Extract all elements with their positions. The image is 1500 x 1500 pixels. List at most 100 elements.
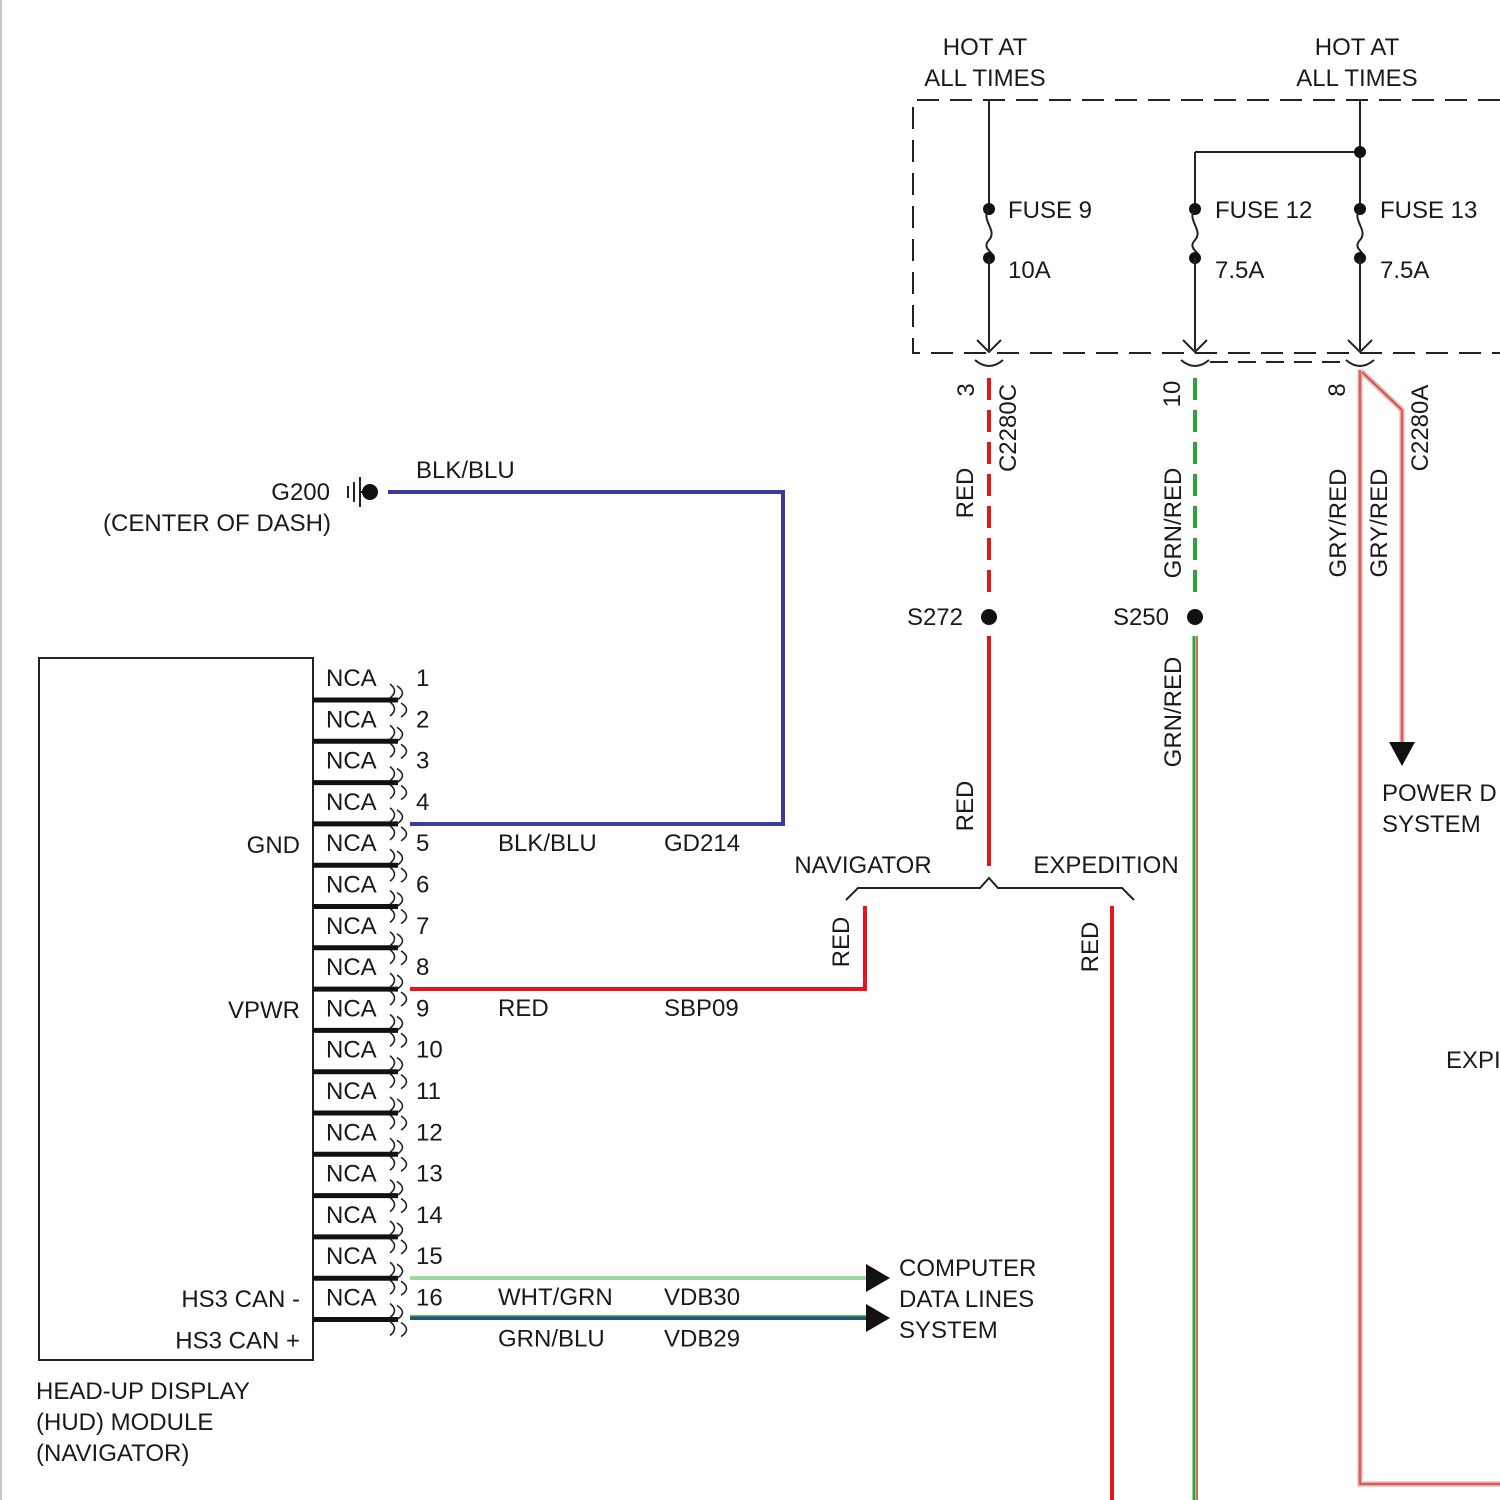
connector-c2280c-label: C2280C	[995, 384, 1022, 472]
pin-number-label: 16	[416, 1285, 443, 1312]
splice-s250-dot	[1187, 609, 1203, 625]
supply-label-right-line2: ALL TIMES	[1296, 65, 1417, 92]
connector-c2280a-label: C2280A	[1407, 385, 1434, 472]
module-name-line3: (NAVIGATOR)	[36, 1440, 189, 1467]
pin-number-label: 1	[416, 665, 429, 692]
fuse13-name: FUSE 13	[1380, 197, 1477, 224]
wire-label-red-lower: RED	[952, 781, 979, 832]
pin-nca-label: NCA	[326, 789, 377, 816]
pin-number-label: 15	[416, 1243, 443, 1270]
pin-wire-color-label: BLK/BLU	[498, 830, 597, 857]
pin-number-label: 2	[416, 706, 429, 733]
fuse13-element	[1357, 209, 1362, 258]
supply-label-left-line1: HOT AT	[943, 34, 1028, 61]
wire-label-red-expedition: RED	[1077, 922, 1104, 973]
splice-s272-label: S272	[907, 604, 963, 631]
wire-label-red-navigator: RED	[828, 917, 855, 968]
pin-nca-label: NCA	[326, 954, 377, 981]
fuse9-element	[986, 209, 991, 258]
pin-number-label: 3	[416, 748, 429, 775]
pin-nca-label: NCA	[326, 1037, 377, 1064]
pin-nca-label: NCA	[326, 1243, 377, 1270]
wire-label-grn-red-upper: GRN/RED	[1160, 468, 1187, 579]
ground-location-label: (CENTER OF DASH)	[103, 510, 331, 537]
pin-signal-label: GND	[247, 832, 300, 859]
pin-number-label: 14	[416, 1202, 443, 1229]
pin-number-label: 4	[416, 789, 429, 816]
pin-nca-label: NCA	[326, 706, 377, 733]
pin-circuit-label: VDB30	[664, 1284, 740, 1311]
wire-label-gry-red-main: GRY/RED	[1325, 469, 1352, 578]
pin-label-3: 3	[953, 383, 980, 396]
pin-nca-label: NCA	[326, 913, 377, 940]
pin-signal-label: VPWR	[228, 997, 300, 1024]
computer-data-label-line2[interactable]: DATA LINES	[899, 1286, 1034, 1313]
pin-number-label: 6	[416, 872, 429, 899]
pin-number-label: 13	[416, 1161, 443, 1188]
pin-wire-color-label: GRN/BLU	[498, 1326, 605, 1353]
fuse-box: HOT AT ALL TIMES HOT AT ALL TIMES FUSE 9…	[913, 34, 1500, 353]
variant-navigator-label: NAVIGATOR	[794, 852, 931, 879]
computer-data-label-line3[interactable]: SYSTEM	[899, 1317, 998, 1344]
arrow-right-icon-can-minus	[866, 1264, 890, 1292]
ground-id-label: G200	[271, 479, 330, 506]
arrow-right-icon-can-plus	[866, 1304, 890, 1332]
pin-number-label: 5	[416, 830, 429, 857]
ground-eyelet-dot	[362, 484, 378, 500]
pin-signal-label: HS3 CAN +	[175, 1328, 300, 1355]
pin-nca-label: NCA	[326, 1285, 377, 1312]
pin-nca-label: NCA	[326, 748, 377, 775]
fuse-box-outline	[913, 100, 1500, 353]
pin-label-10: 10	[1159, 381, 1186, 408]
module-name-line2: (HUD) MODULE	[36, 1409, 213, 1436]
pin-circuit-label: GD214	[664, 830, 740, 857]
fuse12-element	[1192, 209, 1197, 258]
power-distribution-label-line2[interactable]: SYSTEM	[1382, 811, 1481, 838]
variant-bracket	[846, 878, 1134, 900]
wire-label-grn-red-lower: GRN/RED	[1160, 657, 1187, 768]
pin-number-label: 10	[416, 1037, 443, 1064]
pin-number-label: 9	[416, 995, 429, 1022]
variant-expedition-label: EXPEDITION	[1033, 852, 1178, 879]
pin-nca-label: NCA	[326, 665, 377, 692]
expedition-offpage-label[interactable]: EXPI	[1446, 1047, 1500, 1074]
fuse9-name: FUSE 9	[1008, 197, 1092, 224]
supply-label-left-line2: ALL TIMES	[924, 65, 1045, 92]
pin-nca-label: NCA	[326, 995, 377, 1022]
pin-number-label: 12	[416, 1119, 443, 1146]
module-pin-rows: NCA1NCA2NCA3NCA4GNDBLK/BLUGD214NCA5NCA6N…	[175, 665, 740, 1355]
pin-signal-label: HS3 CAN -	[181, 1286, 300, 1313]
pin-nca-label: NCA	[326, 1161, 377, 1188]
fuse9-rating: 10A	[1008, 257, 1051, 284]
pin-number-label: 11	[416, 1078, 441, 1105]
wire-label-red-upper: RED	[952, 468, 979, 519]
wire-label-blk-blu-ground: BLK/BLU	[416, 457, 515, 484]
pin-nca-label: NCA	[326, 872, 377, 899]
wire-label-gry-red-branch: GRY/RED	[1366, 469, 1393, 578]
splice-s250-label: S250	[1113, 604, 1169, 631]
power-distribution-label-line1[interactable]: POWER D	[1382, 780, 1497, 807]
computer-data-label-line1[interactable]: COMPUTER	[899, 1255, 1036, 1282]
fuse13-bus-junction	[1354, 146, 1366, 158]
pin-circuit-label: VDB29	[664, 1326, 740, 1353]
pin-nca-label: NCA	[326, 1202, 377, 1229]
pin-nca-label: NCA	[326, 830, 377, 857]
pin-wire-color-label: WHT/GRN	[498, 1284, 613, 1311]
pin-label-8: 8	[1324, 383, 1351, 396]
fuse12-name: FUSE 12	[1215, 197, 1312, 224]
pin-number-label: 7	[416, 913, 429, 940]
fuse12-rating: 7.5A	[1215, 257, 1264, 284]
splice-s272-dot	[981, 609, 997, 625]
arrow-down-icon	[1389, 742, 1415, 766]
pin-wire-color-label: RED	[498, 995, 549, 1022]
pin-nca-label: NCA	[326, 1078, 377, 1105]
module-name-line1: HEAD-UP DISPLAY	[36, 1378, 250, 1405]
pin-circuit-label: SBP09	[664, 995, 739, 1022]
fuse13-rating: 7.5A	[1380, 257, 1429, 284]
pin-nca-label: NCA	[326, 1119, 377, 1146]
wire-red-navigator	[410, 906, 865, 989]
ground-g200: G200 (CENTER OF DASH)	[103, 477, 378, 537]
supply-label-right-line1: HOT AT	[1315, 34, 1400, 61]
pin-number-label: 8	[416, 954, 429, 981]
